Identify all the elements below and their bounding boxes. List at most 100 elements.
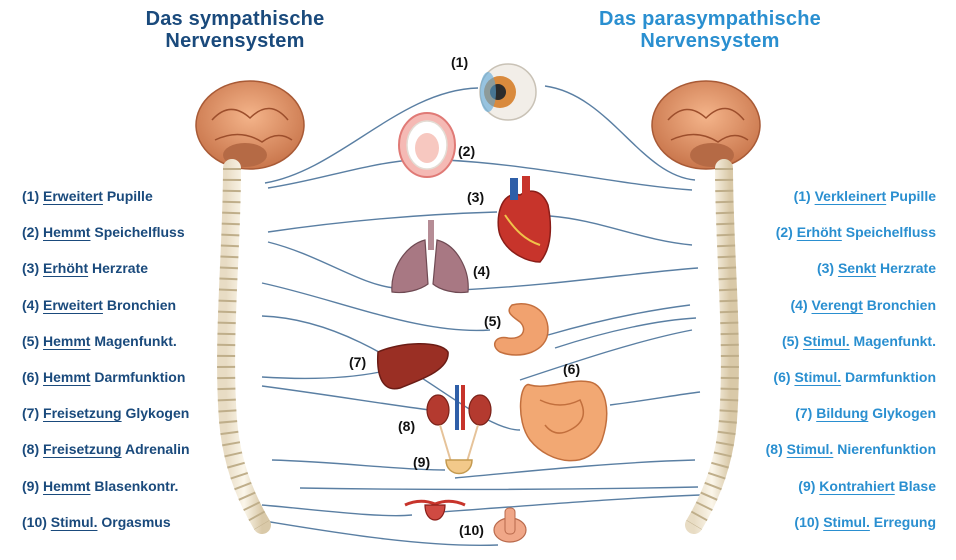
effect-number: (8) [22,441,39,457]
effect-keyword: Stimul. [823,514,870,530]
sympathetic-effect-1: (1) Erweitert Pupille [22,180,190,216]
effect-keyword: Verkleinert [815,188,887,204]
effect-number: (6) [773,369,790,385]
effect-target: Pupille [890,188,936,204]
effect-number: (3) [22,260,39,276]
nerve-line-s7 [262,372,380,378]
nerve-line-p3 [550,216,692,245]
effect-keyword: Erweitert [43,188,103,204]
effect-target: Adrenalin [125,441,190,457]
effect-number: (4) [791,297,808,313]
organ-label-stomach: (5) [484,313,501,329]
sympathetic-effect-2: (2) Hemmt Speichelfluss [22,216,190,252]
effect-keyword: Senkt [838,260,876,276]
organ-label-heart: (3) [467,189,484,205]
effect-keyword: Hemmt [43,333,90,349]
effect-target: Magenfunkt. [94,333,176,349]
nerve-line-p9 [300,487,698,489]
effect-target: Orgasmus [101,514,170,530]
effect-number: (5) [782,333,799,349]
effect-target: Herzrate [92,260,148,276]
heart-organ [498,176,550,262]
nerve-line-s8 [262,386,430,410]
stomach-organ [495,304,548,355]
effect-keyword: Bildung [816,405,868,421]
sympathetic-effect-7: (7) Freisetzung Glykogen [22,397,190,433]
effect-keyword: Erhöht [43,260,88,276]
effect-target: Pupille [107,188,153,204]
effect-target: Speichelfluss [94,224,184,240]
effect-keyword: Kontrahiert [819,478,894,494]
effect-target: Magenfunkt. [854,333,936,349]
parasympathetic-effect-1: (1) Verkleinert Pupille [766,180,936,216]
effect-target: Darmfunktion [94,369,185,385]
lungs-organ [392,220,468,293]
effect-target: Blase [899,478,936,494]
sympathetic-effect-10: (10) Stimul. Orgasmus [22,506,190,542]
mouth-organ [399,113,455,177]
effect-number: (1) [22,188,39,204]
bladder-organ [446,460,472,474]
effect-target: Herzrate [880,260,936,276]
effect-number: (10) [794,514,819,530]
effect-keyword: Verengt [812,297,863,313]
effect-number: (8) [766,441,783,457]
nerve-line-p10 [440,495,700,512]
organ-label-genitals: (10) [459,522,484,538]
organ-label-liver: (7) [349,354,366,370]
kidneys-organ [427,385,491,465]
eye-organ [480,64,536,120]
effect-keyword: Stimul. [787,441,834,457]
effect-target: Speichelfluss [846,224,936,240]
effect-number: (5) [22,333,39,349]
parasympathetic-brain-spine [652,81,760,525]
effect-target: Bronchien [867,297,936,313]
effect-number: (1) [794,188,811,204]
effect-keyword: Hemmt [43,478,90,494]
effect-number: (2) [776,224,793,240]
parasympathetic-effect-8: (8) Stimul. Nierenfunktion [766,433,936,469]
liver-organ [378,344,448,389]
effect-number: (6) [22,369,39,385]
organ-label-kidneys: (8) [398,418,415,434]
effect-keyword: Erweitert [43,297,103,313]
sympathetic-effect-3: (3) Erhöht Herzrate [22,252,190,288]
parasympathetic-effect-9: (9) Kontrahiert Blase [766,470,936,506]
nerve-line-p8 [455,460,695,478]
effect-target: Erregung [874,514,936,530]
nerve-line-s3 [268,212,497,232]
effect-target: Bronchien [107,297,176,313]
effect-target: Glykogen [872,405,936,421]
effect-keyword: Erhöht [797,224,842,240]
parasympathetic-effect-7: (7) Bildung Glykogen [766,397,936,433]
parasympathetic-effect-2: (2) Erhöht Speichelfluss [766,216,936,252]
effect-target: Nierenfunktion [837,441,936,457]
nerve-line-p4 [460,268,698,290]
effect-number: (3) [817,260,834,276]
parasympathetic-effect-6: (6) Stimul. Darmfunktion [766,361,936,397]
nerve-line-p7 [610,392,700,405]
parasympathetic-effects-list: (1) Verkleinert Pupille(2) Erhöht Speich… [766,180,936,542]
sympathetic-effect-8: (8) Freisetzung Adrenalin [22,433,190,469]
effect-number: (7) [22,405,39,421]
effect-keyword: Freisetzung [43,405,122,421]
organ-label-mouth: (2) [458,143,475,159]
effect-number: (10) [22,514,47,530]
parasympathetic-effect-4: (4) Verengt Bronchien [766,289,936,325]
effect-keyword: Stimul. [803,333,850,349]
nerve-line-s10 [262,505,412,516]
organ-label-intestine: (6) [563,361,580,377]
organ-label-eye: (1) [451,54,468,70]
nerve-line-s4 [268,242,395,288]
organ-label-lungs: (4) [473,263,490,279]
organ-label-bladder: (9) [413,454,430,470]
effect-number: (9) [22,478,39,494]
effect-number: (9) [798,478,815,494]
effect-keyword: Stimul. [51,514,98,530]
intestine-organ [521,381,607,460]
sympathetic-brain-spine [196,81,304,525]
parasympathetic-effect-10: (10) Stimul. Erregung [766,506,936,542]
male-genitals-organ [494,508,526,542]
sympathetic-effect-9: (9) Hemmt Blasenkontr. [22,470,190,506]
effect-keyword: Hemmt [43,369,90,385]
